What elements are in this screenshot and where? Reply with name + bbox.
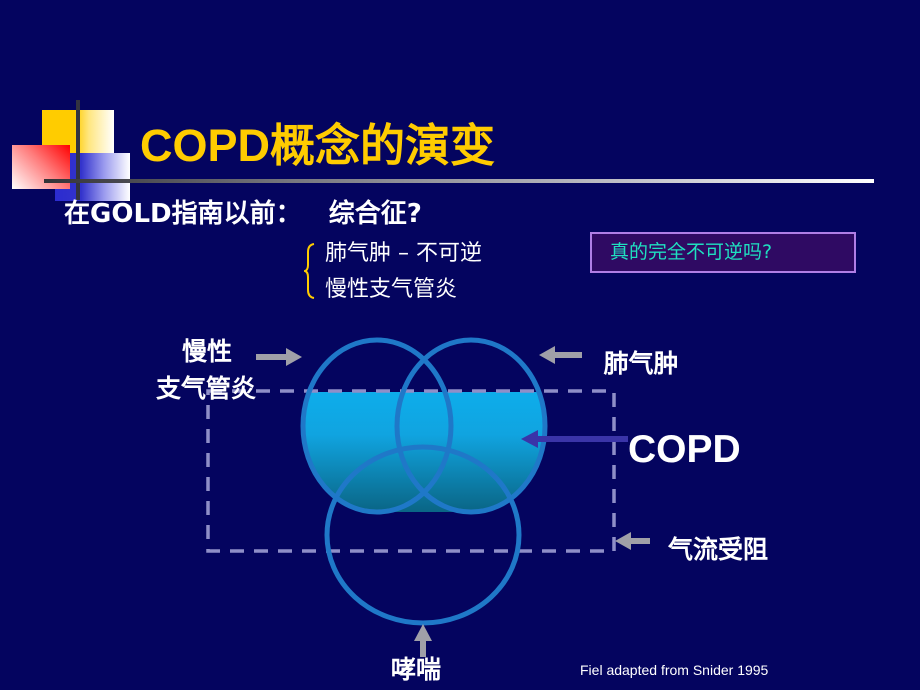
emphysema-circle: [394, 337, 548, 515]
label-copd: COPD: [628, 428, 741, 471]
asthma-circle: [324, 444, 522, 626]
label-emphysema: 肺气肿: [603, 349, 679, 378]
arrow-left-icon: [539, 346, 582, 364]
sub-item-chronic-bronchitis: 慢性支气管炎: [325, 277, 458, 302]
slide-title: COPD概念的演变: [140, 120, 496, 171]
arrow-right-icon: [256, 348, 302, 366]
source-credit: Fiel adapted from Snider 1995: [580, 662, 769, 678]
sub-item-emphysema: 肺气肿 – 不可逆: [325, 241, 482, 266]
chronic-bronchitis-circle: [300, 337, 454, 515]
decor-vertical-line: [76, 100, 80, 200]
label-chronic-bronchitis-line1: 慢性: [181, 337, 232, 366]
arrow-up-icon: [414, 624, 432, 657]
copd-region: [303, 392, 545, 512]
arrow-left-icon: [615, 532, 650, 550]
curly-brace-icon: [304, 243, 315, 299]
label-airflow-obstruction: 气流受阻: [667, 535, 768, 564]
question-box: 真的完全不可逆吗?: [590, 232, 856, 273]
label-asthma: 哮喘: [390, 655, 441, 684]
slide-subtitle: 在GOLD指南以前： 综合征?: [64, 199, 422, 229]
title-underline: [44, 179, 874, 183]
label-chronic-bronchitis-line2: 支气管炎: [155, 374, 256, 403]
copd-arrow-icon: [521, 430, 628, 448]
airflow-obstruction-box: [206, 389, 616, 553]
